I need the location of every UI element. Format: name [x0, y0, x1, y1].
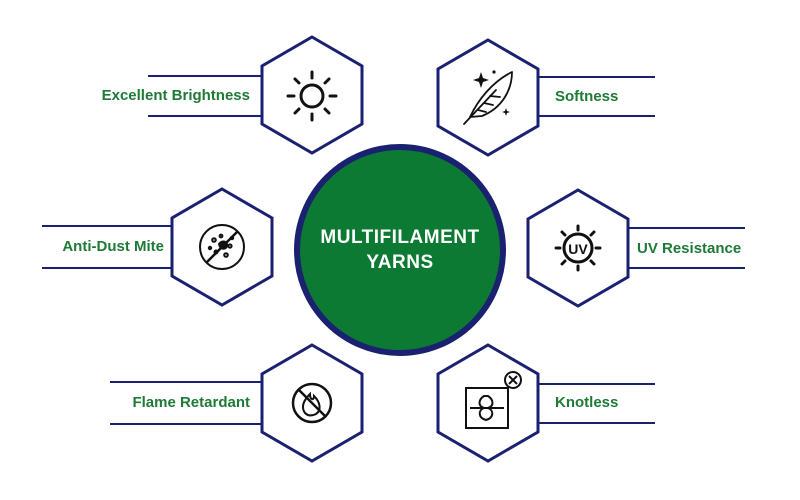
no-flame-icon	[291, 382, 333, 424]
svg-text:UV: UV	[568, 241, 588, 257]
feature-label-uv-resistance: UV Resistance	[637, 240, 742, 257]
feature-label-anti-dust-mite: Anti-Dust Mite	[62, 238, 164, 255]
knot-cancel-icon	[465, 371, 522, 429]
sun-icon	[286, 70, 338, 122]
hexagon-uv-resistance	[526, 188, 630, 308]
feather-icon	[463, 70, 513, 125]
feature-label-knotless: Knotless	[555, 394, 619, 411]
feature-label-flame-retardant: Flame Retardant	[132, 394, 250, 411]
feature-label-excellent-brightness: Excellent Brightness	[101, 87, 250, 104]
no-dust-mite-icon	[199, 224, 245, 270]
uv-sun-icon: UV	[554, 224, 602, 272]
connector-lines	[42, 75, 745, 425]
hexagon-excellent-brightness	[260, 35, 364, 155]
hexagon-knotless	[436, 343, 540, 463]
feature-label-softness: Softness	[555, 88, 619, 105]
center-circle	[294, 144, 506, 356]
